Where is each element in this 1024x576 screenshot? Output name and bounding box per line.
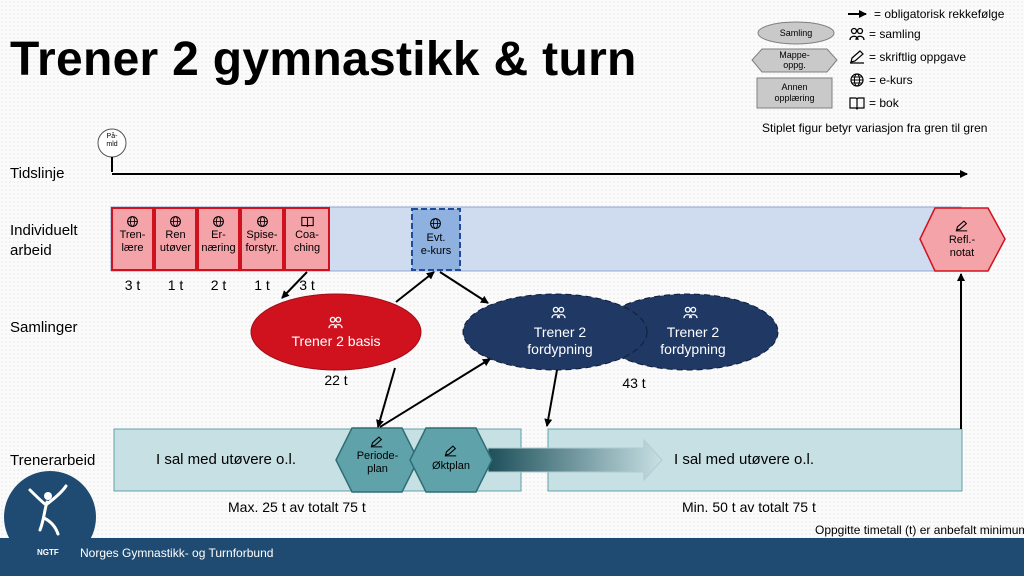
legend-annen-label: Annen opplæring — [774, 82, 815, 103]
pencil-icon — [955, 220, 968, 232]
book-icon — [300, 216, 314, 228]
pencil-icon — [444, 445, 457, 457]
globe-icon — [256, 216, 268, 227]
module-trenlaere[interactable]: Tren- lære — [111, 207, 154, 271]
oktplan-shape[interactable] — [409, 427, 493, 493]
basis-hours: 22 t — [324, 372, 348, 388]
legend-annen-shape — [756, 77, 833, 109]
module-label: Ren utøver — [159, 229, 192, 254]
legend-skriftlig-text: = skriftlig oppgave — [869, 50, 967, 64]
samling-icon — [551, 306, 566, 319]
max-note: Max. 25 t av totalt 75 t — [228, 499, 366, 515]
sal-right-label: I sal med utøvere o.l. — [674, 451, 815, 468]
module-hours: 1 t — [254, 277, 270, 293]
globe-icon — [430, 218, 441, 229]
pencil-icon — [850, 50, 864, 64]
globe-icon — [213, 216, 224, 227]
module-hours: 1 t — [167, 277, 184, 293]
module-label: Er- næring — [201, 229, 236, 254]
trener2-basis-label: Trener 2 basis — [291, 333, 381, 349]
periodeplan-shape[interactable] — [335, 427, 419, 493]
module-ernaering[interactable]: Er- næring — [197, 207, 240, 271]
legend-mappe-label: Mappe- oppg. — [779, 50, 810, 70]
book-icon — [849, 97, 865, 110]
oktplan-label: Øktplan — [432, 460, 470, 472]
row-label-tidslinje: Tidslinje — [10, 165, 65, 182]
module-label: Coa- ching — [293, 229, 321, 254]
logo-text: NGTF — [37, 548, 59, 557]
globe-icon — [127, 216, 138, 227]
samling-icon — [328, 316, 343, 329]
row-label-trenerarbeid: Trenerarbeid — [10, 452, 96, 469]
legend-ekurs-text: = e-kurs — [869, 73, 913, 87]
legend-samling-text: = samling — [869, 27, 921, 41]
trener2-basis-ellipse[interactable] — [250, 293, 422, 371]
samling-icon — [849, 27, 865, 41]
refl-notat-label: Refl.- notat — [948, 234, 976, 259]
fordypning-label-1: Trener 2 fordypning — [527, 324, 593, 357]
legend-mappe-shape — [751, 48, 838, 73]
fordypning-ellipse-2[interactable] — [597, 293, 779, 371]
legend-samling-shape — [757, 21, 835, 45]
sal-left-label: I sal med utøvere o.l. — [156, 451, 297, 468]
row-label-samlinger: Samlinger — [10, 319, 78, 336]
pencil-icon — [370, 436, 383, 448]
legend-bok-text: = bok — [869, 96, 899, 110]
gymnast-figure — [28, 484, 68, 536]
refl-notat-shape[interactable] — [919, 207, 1006, 272]
evt-ekurs-label: Evt. e-kurs — [420, 232, 452, 257]
module-label: Tren- lære — [119, 229, 146, 254]
fordypning-hours: 43 t — [622, 375, 646, 391]
footer-bar — [0, 538, 1024, 576]
dashed-note: Stiplet figur betyr variasjon fra gren t… — [762, 121, 988, 135]
globe-icon — [170, 216, 181, 227]
min-note: Min. 50 t av totalt 75 t — [682, 499, 816, 515]
globe-icon — [850, 73, 864, 87]
legend-samling-label: Samling — [779, 28, 813, 38]
module-hours: 2 t — [210, 277, 227, 293]
progress-arrow — [487, 438, 663, 482]
fordypning-label-2: Trener 2 fordypning — [660, 324, 726, 357]
module-spiseforstyr[interactable]: Spise- forstyr. — [240, 207, 284, 271]
fordypning-ellipse-1[interactable] — [462, 293, 648, 371]
module-ren-utover[interactable]: Ren utøver — [154, 207, 197, 271]
footer-text: Norges Gymnastikk- og Turnforbund — [80, 546, 274, 560]
module-hours: 3 t — [124, 277, 141, 293]
page-title: Trener 2 gymnastikk & turn — [10, 33, 637, 86]
row-label-individuelt: Individuelt arbeid — [10, 222, 78, 259]
periodeplan-label: Periode- plan — [356, 450, 399, 475]
start-marker-label: På- mld — [106, 133, 118, 148]
samling-icon — [683, 306, 698, 319]
legend-arrow-text: = obligatorisk rekkefølge — [874, 7, 1005, 21]
minimum-note: Oppgitte timetall (t) er anbefalt minimu… — [815, 523, 1024, 537]
module-label: Spise- forstyr. — [245, 229, 279, 254]
module-coaching[interactable]: Coa- ching — [284, 207, 330, 271]
module-hours: 3 t — [299, 277, 315, 293]
